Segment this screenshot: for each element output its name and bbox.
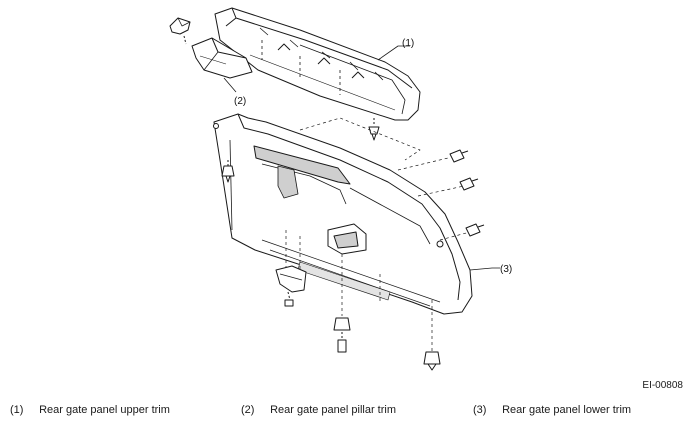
callout-2: (2) [223,77,246,107]
legend-label: Rear gate panel lower trim [502,404,632,416]
callout-3: (3) [469,264,512,275]
callout-label-3: (3) [500,264,512,275]
legend-item: (2) Rear gate panel pillar trim [241,404,396,416]
pillar-trim [191,37,253,79]
legend-label: Rear gate panel upper trim [39,404,170,416]
upper-trim [214,7,421,121]
figure-id: EI-00808 [642,380,683,391]
bracket [275,265,307,307]
clip-bottom-b [423,351,441,371]
legend-item: (1) Rear gate panel upper trim [10,404,170,416]
legend-item: (3) Rear gate panel lower trim [473,404,631,416]
callout-1: (1) [377,38,414,61]
clip-right-mid [459,177,479,191]
legend: (1) Rear gate panel upper trim (2) Rear … [0,404,691,424]
lower-trim [213,113,473,315]
pillar-clip [169,17,191,45]
legend-number: (3) [473,404,487,416]
callout-label-1: (1) [402,38,414,49]
clip-left [221,160,235,183]
legend-label: Rear gate panel pillar trim [270,404,397,416]
legend-number: (2) [241,404,255,416]
parts-diagram: (1) (2) (3) [169,7,512,371]
clip [368,118,380,141]
fastener-clips [221,149,485,371]
clip-bottom-a [333,317,351,353]
clip-right-top [449,149,469,163]
alignment-lines [285,117,471,352]
legend-number: (1) [10,404,24,416]
callout-label-2: (2) [234,96,246,107]
clip-right-low [465,223,485,237]
